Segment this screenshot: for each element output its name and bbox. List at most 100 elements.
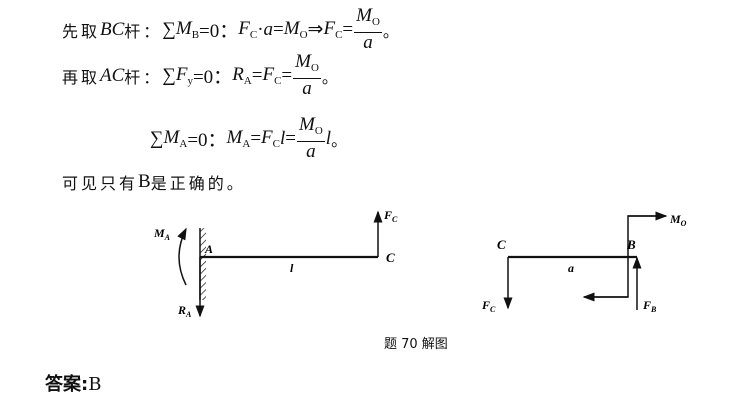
- math-token: FC: [262, 64, 281, 87]
- math-token: MA: [164, 127, 188, 150]
- moment-ma-arrow: [177, 227, 187, 286]
- math-token: 杆：: [124, 64, 162, 88]
- numerator-symbol: M: [295, 51, 311, 72]
- token-text: ∑: [162, 18, 176, 40]
- token-text: BC: [100, 18, 125, 40]
- token-text: =: [250, 127, 262, 149]
- math-token: 先取: [62, 18, 100, 42]
- math-token: a: [264, 19, 274, 41]
- token-text: F: [238, 18, 250, 39]
- token-text: 杆：: [124, 21, 163, 41]
- math-token: Fy: [176, 64, 193, 87]
- subscript: C: [274, 75, 282, 87]
- token-text: =: [285, 127, 296, 149]
- token-text: R: [232, 64, 244, 85]
- token-text: AC: [100, 64, 125, 86]
- label-b-point: B: [626, 237, 636, 252]
- token-text: F: [262, 64, 275, 85]
- math-token: =: [285, 128, 296, 150]
- math-token: AC: [100, 65, 124, 87]
- math-token: FC: [323, 18, 342, 41]
- token-text: ·: [257, 18, 264, 40]
- math-token: l: [280, 128, 285, 150]
- numerator-subscript: O: [310, 62, 319, 74]
- fraction-numerator: MO: [297, 115, 325, 142]
- label-fc-right: FC: [481, 298, 496, 314]
- answer-label: 答案:: [45, 374, 89, 395]
- subscript: O: [299, 29, 308, 41]
- math-token: MO: [284, 18, 308, 41]
- math-token: 。: [322, 64, 341, 88]
- numerator-subscript: O: [314, 125, 323, 137]
- token-text: =0：: [192, 67, 233, 88]
- answer: 答案:B: [45, 370, 101, 396]
- figure-caption: 题 70 解图: [384, 337, 448, 352]
- label-ma: MA: [153, 226, 171, 242]
- token-text: =: [251, 64, 263, 86]
- math-token: 可见只有: [62, 170, 138, 194]
- subscript: A: [179, 138, 188, 150]
- token-text: F: [261, 127, 273, 148]
- math-token: MA: [227, 127, 251, 150]
- token-text: =: [273, 18, 284, 40]
- label-mo: MO: [669, 212, 687, 228]
- token-text: =: [342, 18, 354, 40]
- math-token: =0：: [199, 16, 238, 43]
- token-text: 可见只有: [62, 174, 139, 193]
- fraction-numerator: MO: [293, 52, 321, 79]
- token-text: =0：: [199, 21, 239, 42]
- math-token: BC: [100, 19, 124, 41]
- token-text: 。: [331, 130, 351, 150]
- numerator-symbol: M: [299, 114, 315, 135]
- token-text: M: [163, 127, 180, 148]
- fraction-numerator: MO: [354, 6, 382, 33]
- math-token: B: [138, 171, 151, 193]
- subscript: A: [243, 75, 252, 87]
- subscript: C: [272, 138, 280, 150]
- token-text: 先取: [62, 21, 101, 41]
- token-text: M: [226, 127, 243, 148]
- math-token: =: [273, 19, 284, 41]
- math-token: 杆：: [124, 18, 162, 42]
- token-text: 。: [321, 67, 341, 87]
- math-token: =0：: [193, 62, 232, 89]
- numerator-subscript: O: [371, 16, 380, 28]
- math-token: ⇒: [308, 18, 324, 41]
- label-a-length: a: [568, 261, 574, 275]
- token-text: 杆：: [124, 67, 163, 87]
- math-token: ·: [257, 19, 263, 41]
- label-a-point: A: [204, 242, 213, 256]
- token-text: 。: [382, 21, 402, 41]
- fraction-denominator: a: [306, 141, 316, 162]
- token-text: l: [325, 127, 332, 149]
- token-text: M: [175, 18, 192, 39]
- subscript: y: [187, 75, 193, 87]
- math-token: =: [281, 65, 292, 87]
- token-text: =: [281, 64, 293, 86]
- math-token: =0：: [187, 125, 226, 152]
- token-text: 是正确的。: [150, 174, 246, 193]
- label-ra: RA: [177, 303, 192, 319]
- subscript: C: [249, 29, 258, 41]
- label-l: l: [290, 261, 294, 275]
- token-text: B: [138, 171, 151, 192]
- label-fc: FC: [383, 208, 398, 224]
- math-token: 再取: [62, 64, 100, 88]
- math-token: 。: [383, 18, 402, 42]
- conclusion-line: 可见只有 B 是正确的。: [62, 170, 246, 194]
- math-token: FC: [261, 127, 280, 150]
- subscript: B: [191, 29, 200, 41]
- subscript: C: [335, 29, 343, 41]
- math-token: 。: [331, 127, 350, 151]
- fixed-wall-support: [200, 228, 206, 300]
- math-token: 是正确的。: [151, 170, 246, 194]
- token-text: F: [323, 18, 336, 39]
- label-fb: FB: [642, 298, 657, 314]
- math-token: =: [250, 128, 261, 150]
- subscript: A: [242, 138, 251, 150]
